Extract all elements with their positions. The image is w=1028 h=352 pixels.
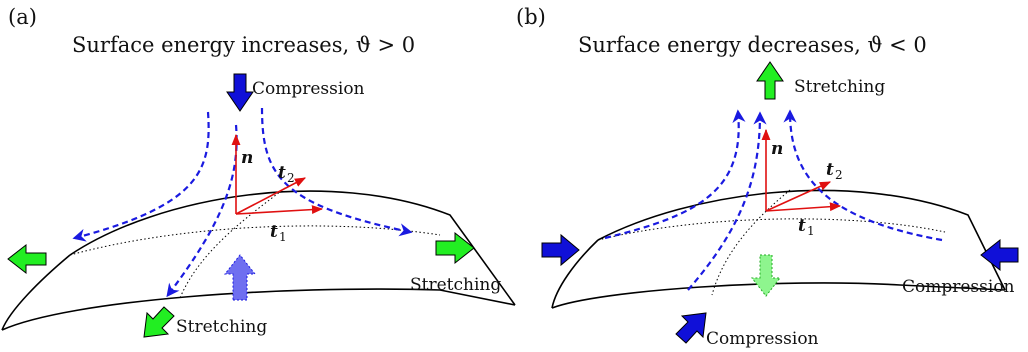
t2-subscript-b: 2 <box>835 168 843 182</box>
panel-b: (b) Surface energy decreases, ϑ < 0 Stre… <box>516 5 1019 349</box>
faded-compression-arrow-icon <box>223 254 257 301</box>
basis-vectors-b <box>761 128 842 212</box>
flow-arrow-right-icon <box>260 107 413 237</box>
compression-arrow-icon <box>226 73 254 112</box>
compression-arrow-right-icon <box>980 238 1019 272</box>
t2-vector-arrow <box>235 177 306 215</box>
stretching-arrow-left-icon <box>7 243 47 275</box>
t1-vector-label-b: t <box>798 216 806 236</box>
compression-arrow-left-icon <box>541 233 580 267</box>
stretching-label-b: Stretching <box>794 77 885 97</box>
flow-arrow-down-icon <box>166 124 238 298</box>
t1-vector-arrow <box>235 205 324 215</box>
t2-vector-label-a: t <box>278 163 286 183</box>
normal-vector-label-b: n <box>771 139 783 159</box>
compression-arrow-bottom-icon <box>675 312 707 344</box>
t1-subscript-a: 1 <box>279 230 287 244</box>
normal-vector-label-a: n <box>241 148 253 168</box>
t1-vector-label-a: t <box>270 222 278 242</box>
panel-a-label: (a) <box>8 5 37 29</box>
compression-label-bottom-b: Compression <box>706 329 819 349</box>
flow-arrow-up-left-icon <box>604 109 746 240</box>
flow-lines-b <box>604 109 943 291</box>
compression-label-a: Compression <box>252 79 365 99</box>
t2-subscript-a: 2 <box>287 171 295 185</box>
stretching-label-bottom-a: Stretching <box>176 317 267 337</box>
panel-b-label: (b) <box>516 5 546 29</box>
flow-arrow-left-icon <box>72 111 210 242</box>
stretching-arrow-bottom-icon <box>143 306 175 338</box>
faded-stretching-arrow-icon <box>750 254 782 297</box>
t2-vector-arrow-b <box>765 181 832 212</box>
stretching-label-right-a: Stretching <box>410 275 501 295</box>
stretching-arrow-right-icon <box>435 231 475 265</box>
basis-vectors-a <box>231 133 324 215</box>
surface-patch-b <box>551 189 1006 309</box>
surface-patch-a <box>1 187 516 331</box>
t1-vector-arrow-b <box>765 202 842 212</box>
stretching-arrow-up-icon <box>756 61 784 100</box>
flow-arrow-up-right-icon <box>783 109 943 242</box>
compression-label-right-b: Compression <box>902 277 1015 297</box>
flow-lines-a <box>72 107 413 298</box>
t2-vector-label-b: t <box>826 160 834 180</box>
flow-arrow-up-center-icon <box>687 111 767 291</box>
panel-a: (a) Surface energy increases, ϑ > 0 Comp… <box>1 5 516 338</box>
panel-a-title: Surface energy increases, ϑ > 0 <box>72 33 415 57</box>
t1-subscript-b: 1 <box>807 224 815 238</box>
panel-b-title: Surface energy decreases, ϑ < 0 <box>578 33 927 57</box>
